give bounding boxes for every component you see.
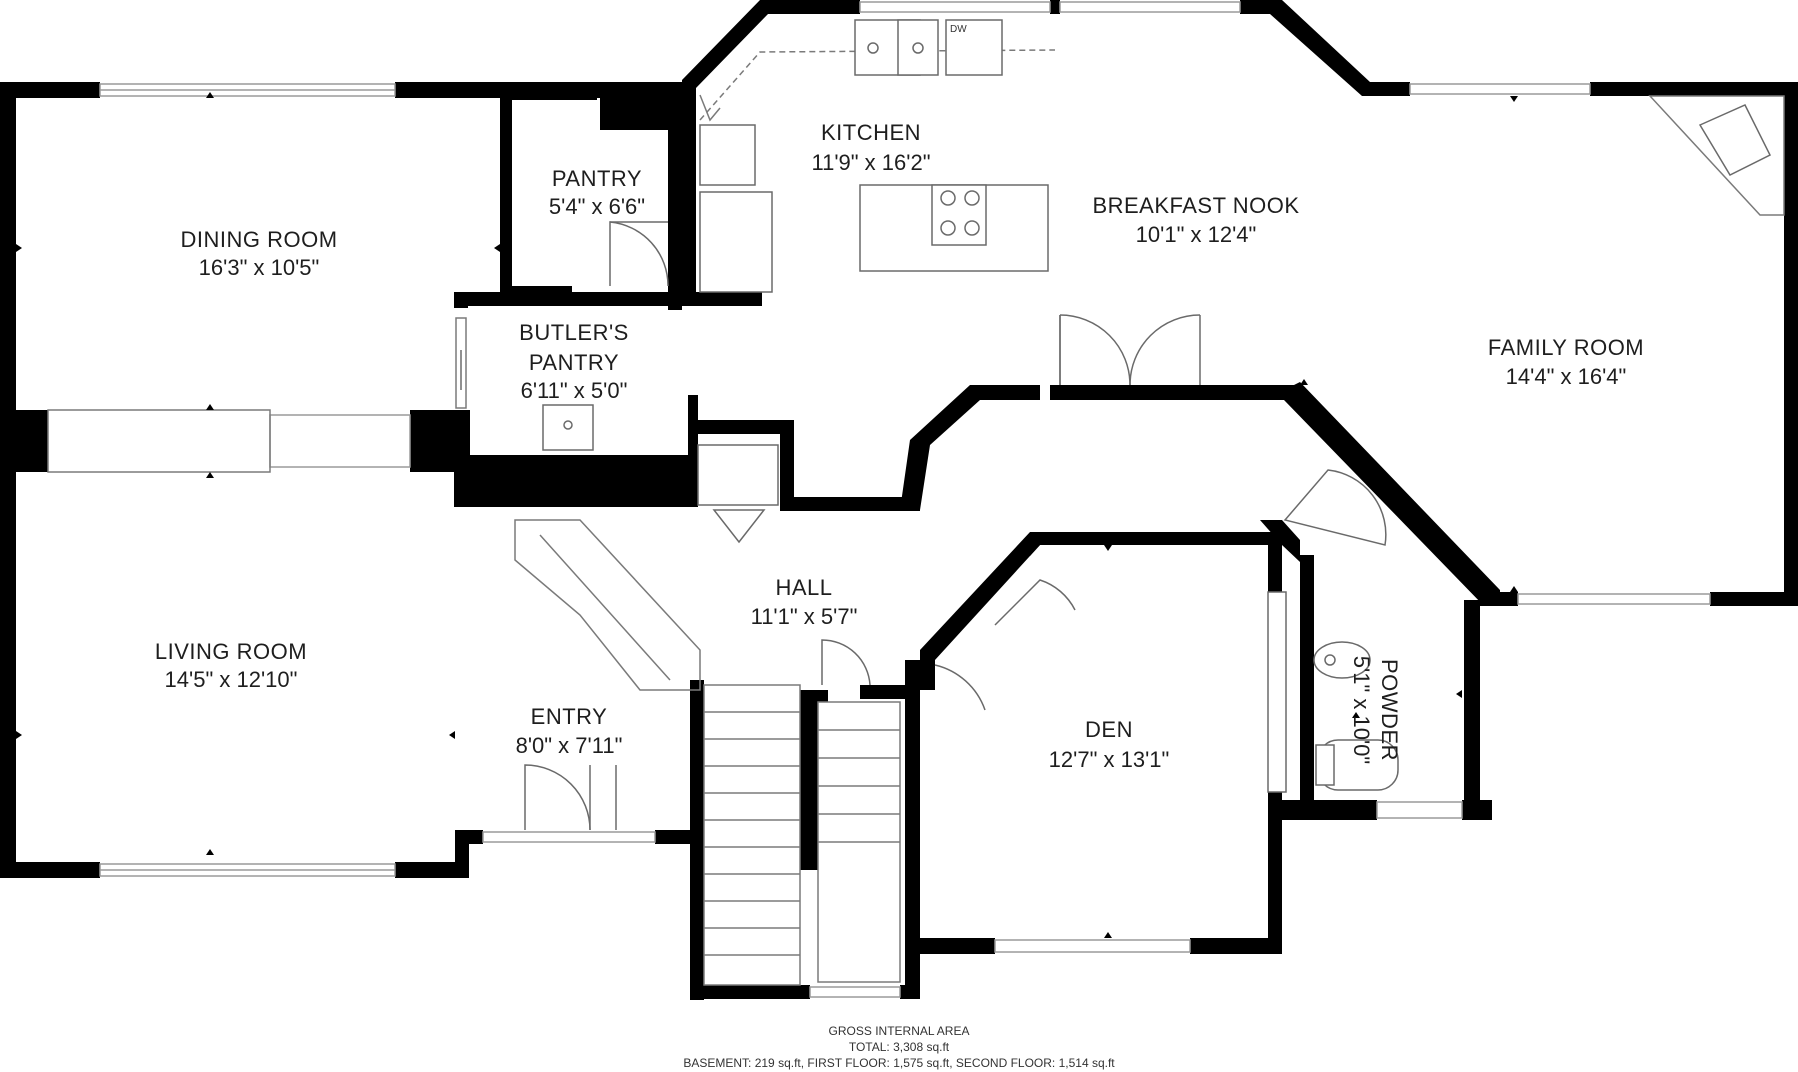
room-name-hall: HALL [775, 575, 832, 600]
powder-label-group: POWDER 5'1" x 10'0" [1349, 656, 1402, 764]
area-total: TOTAL: 3,308 sq.ft [849, 1040, 950, 1054]
dimension-ticks [16, 92, 1518, 938]
kitchen-fixtures: DW [542, 19, 1785, 793]
room-name-powder: POWDER [1377, 659, 1402, 761]
room-name-kitchen: KITCHEN [821, 120, 921, 145]
gross-area-summary: GROSS INTERNAL AREA TOTAL: 3,308 sq.ft B… [683, 1024, 1115, 1070]
room-name-dining-room: DINING ROOM [180, 227, 337, 252]
room-name-entry: ENTRY [531, 704, 608, 729]
room-dims-family-room: 14'4" x 16'4" [1506, 364, 1627, 389]
windows [47, 1, 1711, 998]
room-dims-kitchen: 11'9" x 16'2" [811, 150, 930, 175]
staircase [514, 519, 901, 986]
room-dims-entry: 8'0" x 7'11" [516, 733, 623, 758]
room-name-family-room: FAMILY ROOM [1488, 335, 1644, 360]
area-breakdown: BASEMENT: 219 sq.ft, FIRST FLOOR: 1,575 … [683, 1056, 1115, 1070]
room-name2-butlers-pantry: PANTRY [529, 350, 619, 375]
room-labels: DINING ROOM 16'3" x 10'5" PANTRY 5'4" x … [155, 120, 1644, 772]
room-name-living-room: LIVING ROOM [155, 639, 307, 664]
room-dims-dining-room: 16'3" x 10'5" [199, 255, 320, 280]
room-name-pantry: PANTRY [552, 166, 642, 191]
room-name-butlers-pantry: BUTLER'S [519, 320, 629, 345]
dishwasher-label: DW [950, 24, 967, 35]
doors [455, 221, 1387, 831]
room-dims-powder: 5'1" x 10'0" [1349, 656, 1374, 764]
room-dims-living-room: 14'5" x 12'10" [165, 667, 298, 692]
area-title: GROSS INTERNAL AREA [829, 1024, 970, 1038]
room-name-breakfast-nook: BREAKFAST NOOK [1092, 193, 1299, 218]
room-dims-breakfast-nook: 10'1" x 12'4" [1136, 222, 1257, 247]
room-dims-den: 12'7" x 13'1" [1049, 747, 1170, 772]
room-dims-pantry: 5'4" x 6'6" [549, 194, 645, 219]
room-dims-butlers-pantry: 6'11" x 5'0" [521, 378, 628, 403]
room-dims-hall: 11'1" x 5'7" [751, 604, 858, 629]
room-name-den: DEN [1085, 717, 1133, 742]
